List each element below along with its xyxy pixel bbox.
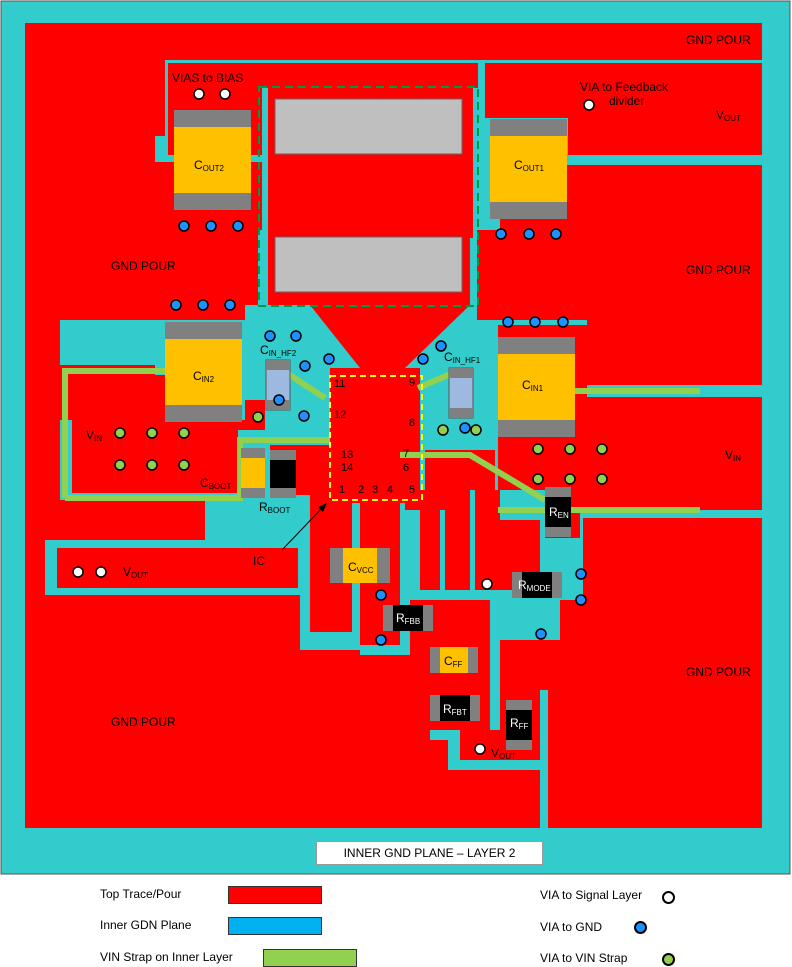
pin-5: 5 bbox=[409, 484, 416, 496]
vout-label-left: VOUT bbox=[123, 565, 148, 580]
ic-pointer-arrow bbox=[281, 506, 324, 551]
pin-2: 2 bbox=[358, 484, 365, 496]
vin-label-right: VIN bbox=[725, 448, 742, 463]
legend-top-trace-swatch bbox=[228, 886, 322, 904]
cin-hf2-label: CIN_HF2 bbox=[260, 343, 297, 358]
via-feedback-label-2: divider bbox=[609, 94, 645, 108]
gnd-pour-label-top: GND POUR bbox=[686, 33, 751, 47]
rfbt-label: RFBT bbox=[443, 702, 467, 717]
cff-capacitor bbox=[430, 647, 478, 673]
inductor-pad-top bbox=[274, 98, 463, 155]
rfbb-label: RFBB bbox=[396, 611, 421, 626]
cboot-label: CBOOT bbox=[200, 476, 232, 491]
vin-label-left: VIN bbox=[86, 428, 103, 443]
legend-vin-strap-label: VIN Strap on Inner Layer bbox=[100, 950, 233, 964]
vout-label-bottom: VOUT bbox=[491, 746, 516, 761]
cff-label: CFF bbox=[444, 654, 463, 669]
keepout-outline bbox=[258, 86, 479, 307]
legend-top-trace-label: Top Trace/Pour bbox=[100, 887, 182, 901]
gnd-pour-label-left: GND POUR bbox=[111, 259, 176, 273]
legend-vin-strap-swatch bbox=[263, 949, 357, 967]
rff-label: RFF bbox=[510, 716, 529, 731]
cin2-capacitor bbox=[165, 322, 242, 422]
gnd-pour-label-right-upper: GND POUR bbox=[686, 263, 751, 277]
pin-13: 13 bbox=[341, 449, 354, 461]
cout1-label: COUT1 bbox=[514, 158, 545, 173]
ren-label: REN bbox=[549, 505, 569, 520]
pin-8: 8 bbox=[409, 417, 416, 429]
inductor-pad-bottom bbox=[274, 236, 463, 293]
cin2-label: CIN2 bbox=[193, 369, 215, 384]
pin-1: 1 bbox=[339, 484, 346, 496]
gnd-pour-label-bottom-left: GND POUR bbox=[111, 715, 176, 729]
cin1-label: CIN1 bbox=[522, 378, 544, 393]
vias-vin bbox=[114, 411, 608, 485]
ren-resistor bbox=[545, 487, 571, 537]
pin-11: 11 bbox=[334, 378, 346, 390]
rmode-resistor bbox=[512, 572, 562, 598]
vias-signal bbox=[72, 88, 595, 755]
pin-12: 12 bbox=[334, 409, 347, 421]
pin-6: 6 bbox=[403, 462, 410, 474]
pin-7: 7 bbox=[403, 448, 410, 460]
cout2-label: COUT2 bbox=[194, 158, 225, 173]
rboot-label: RBOOT bbox=[259, 500, 291, 515]
cout2-capacitor bbox=[174, 110, 251, 210]
pin-9: 9 bbox=[409, 377, 416, 389]
via-feedback-label: VIA to Feedback bbox=[580, 80, 669, 94]
rfbt-resistor bbox=[430, 695, 480, 721]
rmode-label: RMODE bbox=[518, 578, 551, 593]
pin-3: 3 bbox=[372, 484, 379, 496]
vias-to-bias-label: VIAS to BIAS bbox=[172, 71, 244, 85]
vout-label-top: VOUT bbox=[716, 108, 741, 123]
pin-4: 4 bbox=[387, 484, 394, 496]
vias-gnd bbox=[170, 220, 587, 646]
legend-via-gnd-label: VIA to GND bbox=[540, 920, 603, 934]
pin-14: 14 bbox=[341, 462, 354, 474]
cout1-capacitor bbox=[490, 119, 567, 219]
cin-hf1-label: CIN_HF1 bbox=[444, 350, 481, 365]
legend-via-vin-icon bbox=[662, 953, 675, 966]
gnd-pour-label-right-lower: GND POUR bbox=[686, 665, 751, 679]
cvcc-label: CVCC bbox=[348, 560, 374, 575]
legend-via-signal-icon bbox=[662, 891, 675, 904]
ic-outline bbox=[329, 375, 423, 501]
legend-inner-plane-label: Inner GDN Plane bbox=[100, 918, 192, 932]
rff-resistor bbox=[506, 700, 532, 750]
cboot-capacitor bbox=[241, 448, 265, 498]
legend-via-signal-label: VIA to Signal Layer bbox=[540, 888, 643, 902]
cvcc-capacitor bbox=[330, 548, 390, 583]
rfbb-resistor bbox=[383, 605, 433, 631]
legend-inner-plane-swatch bbox=[228, 917, 322, 935]
legend-via-vin-label: VIA to VIN Strap bbox=[540, 951, 628, 965]
cin1-capacitor bbox=[498, 337, 575, 437]
vout-pour-left bbox=[57, 548, 298, 588]
ic-label: IC bbox=[253, 554, 265, 568]
top-gnd-pour bbox=[25, 23, 762, 828]
cin-hf1-capacitor bbox=[448, 367, 474, 419]
layer-banner: INNER GND PLANE – LAYER 2 bbox=[316, 841, 543, 865]
legend-via-gnd-icon bbox=[634, 921, 647, 934]
rboot-resistor bbox=[270, 450, 296, 498]
